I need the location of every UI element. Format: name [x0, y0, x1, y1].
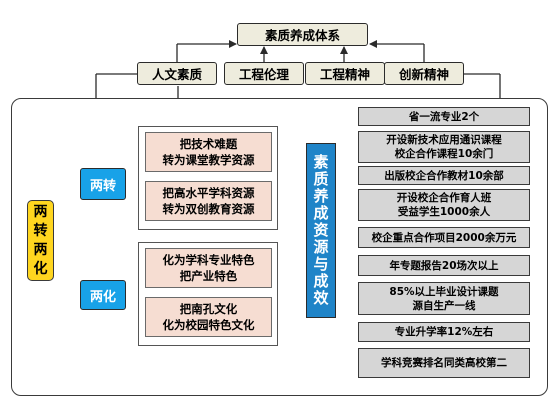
result-node: 开设校企合作育人班 受益学生1000余人	[358, 189, 530, 221]
item-node-text: 把南孔文化 化为校园特色文化	[162, 302, 255, 332]
top-branch-box: 创新精神	[384, 62, 464, 85]
result-node: 专业升学率12%左右	[358, 322, 530, 342]
result-node: 学科竞赛排名同类高校第二	[358, 348, 530, 378]
top-branch-box: 工程伦理	[224, 62, 304, 85]
top-title-text: 素质养成体系	[264, 28, 340, 43]
result-node-text: 出版校企合作教材10余部	[384, 169, 504, 182]
item-node: 把技术难题 转为课堂教学资源	[145, 132, 272, 172]
top-branch-label: 创新精神	[398, 67, 449, 82]
root-node-text: 两 转 两 化	[33, 203, 48, 277]
result-node: 省一流专业2个	[358, 107, 530, 126]
branch-node-text: 两化	[89, 289, 116, 305]
result-node: 85%以上毕业设计课题 源自生产一线	[358, 282, 530, 315]
item-node: 把南孔文化 化为校园特色文化	[145, 297, 272, 337]
item-node: 把高水平学科资源 转为双创教育资源	[145, 181, 272, 221]
top-branch-box: 人文素质	[137, 62, 217, 85]
branch-node: 两转	[80, 168, 126, 200]
result-node-text: 年专题报告20场次以上	[389, 259, 499, 272]
top-branch-box: 工程精神	[305, 62, 385, 85]
item-node: 化为学科专业特色 把产业特色	[145, 248, 272, 288]
top-branch-label: 人文素质	[151, 67, 202, 82]
result-node: 年专题报告20场次以上	[358, 255, 530, 276]
result-node-text: 学科竞赛排名同类高校第二	[381, 357, 507, 369]
item-node-text: 把高水平学科资源 转为双创教育资源	[162, 186, 255, 216]
result-node-text: 85%以上毕业设计课题 源自生产一线	[389, 285, 499, 312]
top-title-box: 素质养成体系	[237, 23, 368, 46]
top-branch-label: 工程伦理	[238, 67, 289, 82]
center-node: 素 质 养 成 资 源 与 成 效	[306, 143, 336, 318]
result-node: 校企重点合作项目2000余万元	[358, 227, 530, 248]
item-node-text: 化为学科专业特色 把产业特色	[162, 253, 255, 283]
center-node-text: 素 质 养 成 资 源 与 成 效	[313, 153, 329, 307]
result-node-text: 校企重点合作项目2000余万元	[371, 231, 517, 244]
result-node: 出版校企合作教材10余部	[358, 166, 530, 185]
root-node: 两 转 两 化	[27, 200, 54, 281]
result-node-text: 省一流专业2个	[408, 110, 480, 123]
item-node-text: 把技术难题 转为课堂教学资源	[162, 137, 255, 167]
branch-node: 两化	[80, 280, 126, 310]
top-branch-label: 工程精神	[319, 67, 370, 82]
result-node-text: 开设校企合作育人班 受益学生1000余人	[396, 192, 492, 218]
result-node: 开设新技术应用通识课程 校企合作课程10余门	[358, 131, 530, 163]
result-node-text: 专业升学率12%左右	[394, 326, 494, 338]
branch-node-text: 两转	[89, 178, 116, 194]
result-node-text: 开设新技术应用通识课程 校企合作课程10余门	[386, 134, 502, 160]
